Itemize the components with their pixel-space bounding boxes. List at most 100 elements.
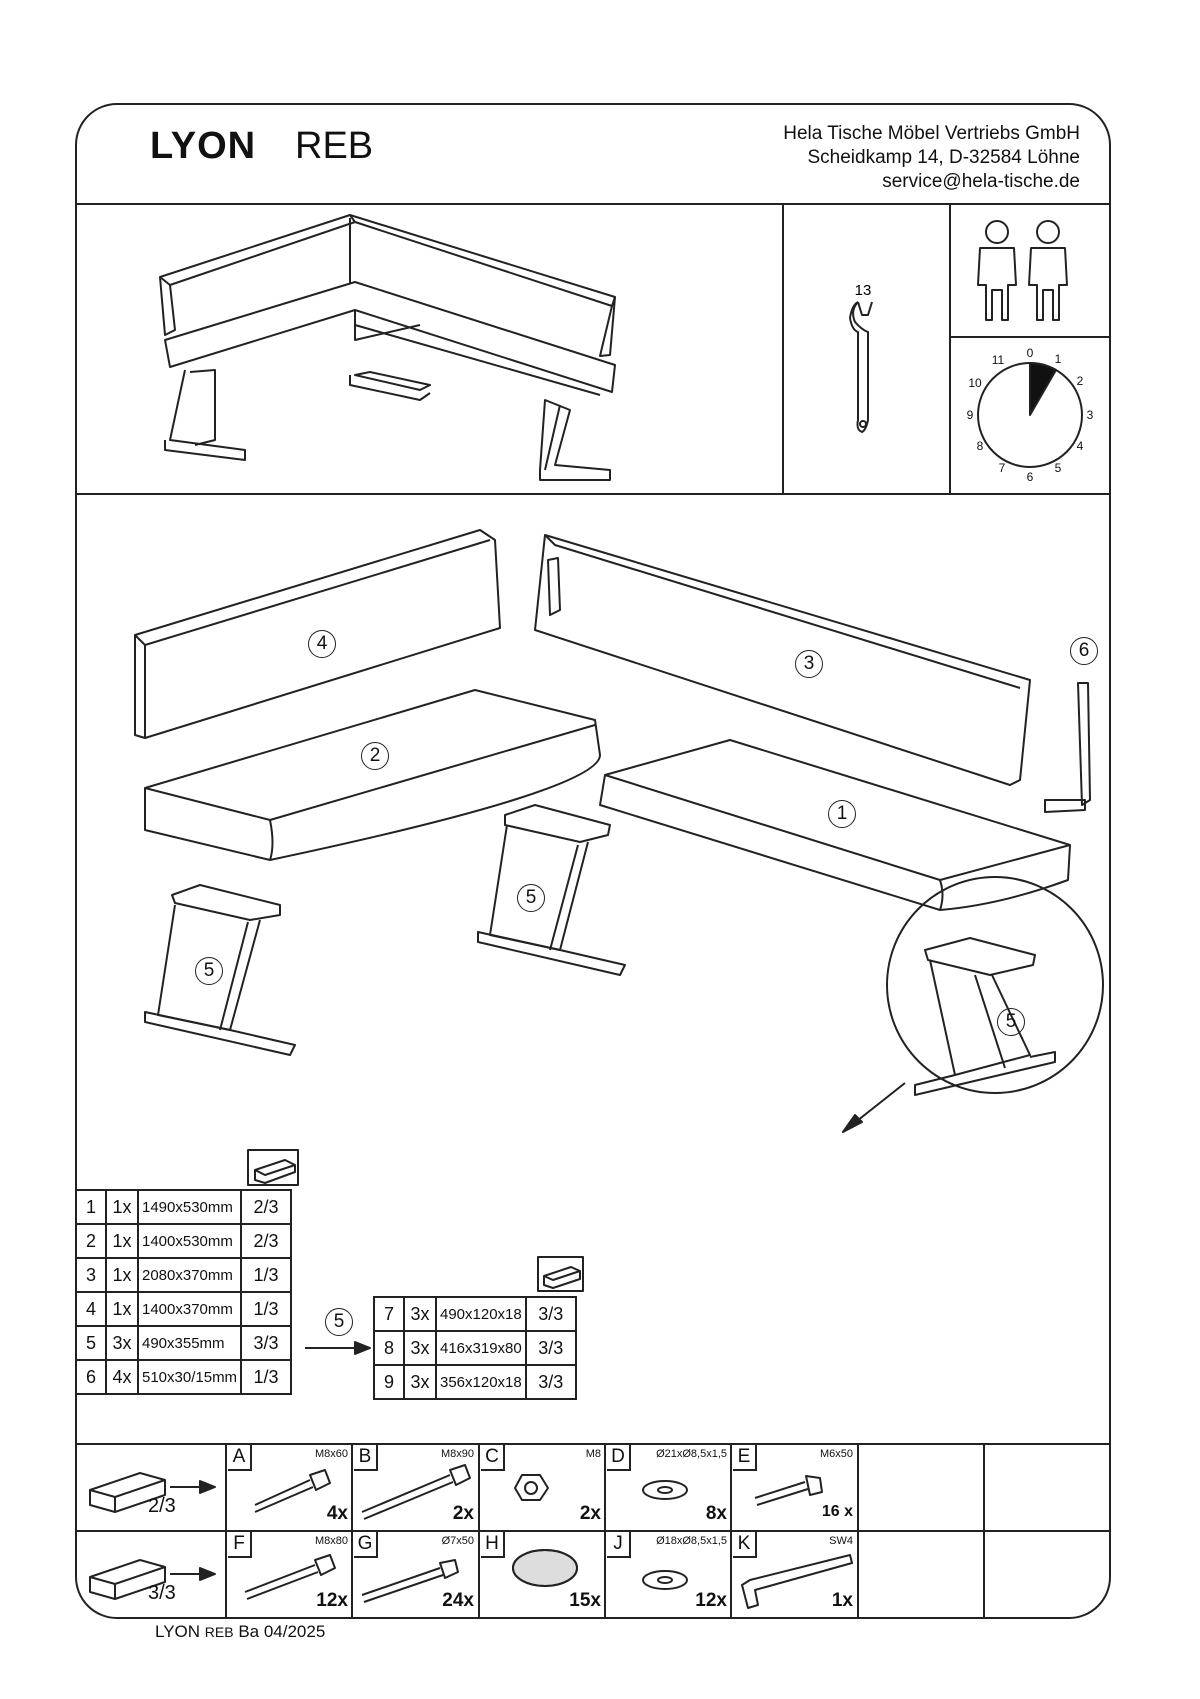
hardware-letter-c: C — [481, 1445, 505, 1471]
clock-number: 11 — [992, 353, 1005, 367]
part-label-1: 1 — [828, 800, 856, 828]
part-label-4: 4 — [308, 630, 336, 658]
clock-number: 7 — [999, 461, 1006, 475]
sub-table-ref: 5 — [325, 1308, 353, 1336]
bolt-a-icon — [254, 1469, 331, 1513]
hardware-qty-a: 4x — [326, 1503, 348, 1524]
tool-divider — [782, 203, 784, 493]
two-people-icon — [977, 220, 1068, 321]
hardware-letter-a: A — [228, 1445, 252, 1471]
screw-e-icon — [754, 1475, 823, 1506]
part-label-2: 2 — [361, 742, 389, 770]
box-icon-sub-table — [537, 1256, 584, 1292]
hardware-spec-b: M8x90 — [440, 1448, 474, 1460]
overview-divider — [75, 493, 1111, 495]
hardware-letter-h: H — [481, 1532, 505, 1558]
hardware-letter-d: D — [607, 1445, 631, 1471]
clock-number: 10 — [968, 376, 982, 390]
hardware-qty-d: 8x — [705, 1503, 727, 1524]
hardware-qty-k: 1x — [831, 1590, 853, 1611]
hardware-letter-k: K — [733, 1532, 757, 1558]
clock-divider — [949, 336, 1111, 338]
washer-d-icon — [642, 1480, 688, 1500]
hardware-letter-e: E — [733, 1445, 757, 1471]
part-3-backrest-drawing — [534, 534, 1031, 786]
company-name: Hela Tische Möbel Vertriebs GmbH — [783, 123, 1080, 144]
footer-product: LYON — [155, 1622, 201, 1641]
clock-number: 0 — [1027, 346, 1034, 360]
part-5-leg-drawing-left — [144, 884, 296, 1056]
hardware-spec-g: Ø7x50 — [441, 1535, 474, 1547]
overview-bench-illustration — [159, 214, 616, 481]
company-address: Hela Tische Möbel Vertriebs GmbH Scheidk… — [783, 122, 1080, 194]
hardware-qty-f: 12x — [316, 1590, 348, 1611]
footer-date: Ba 04/2025 — [238, 1622, 326, 1641]
company-street: Scheidkamp 14, D-32584 Löhne — [807, 147, 1080, 168]
hardware-spec-e: M6x50 — [819, 1448, 853, 1460]
hardware-row2-ratio: 3/3 — [148, 1582, 176, 1604]
bolt-b-icon — [361, 1464, 471, 1520]
nut-c-icon — [514, 1474, 549, 1501]
hardware-letter-f: F — [228, 1532, 252, 1558]
clock-number: 1 — [1055, 352, 1062, 366]
header-divider — [75, 203, 1111, 205]
hardware-mid-divider — [75, 1530, 1111, 1532]
document-frame — [75, 103, 1111, 1619]
part-5-leg-drawing-detail — [842, 876, 1104, 1133]
people-divider — [949, 203, 951, 493]
allen-key-k-icon — [741, 1554, 853, 1609]
footer-label: LYON REB Ba 04/2025 — [155, 1622, 325, 1642]
part-4-backrest-drawing — [134, 529, 501, 739]
hardware-spec-j: Ø18xØ8,5x1,5 — [656, 1535, 727, 1547]
footer-variant: REB — [204, 1624, 234, 1640]
hardware-qty-h: 15x — [569, 1590, 601, 1611]
hardware-spec-f: M8x80 — [314, 1535, 348, 1547]
part-6-bracket-drawing — [1044, 682, 1091, 813]
hardware-qty-j: 12x — [695, 1590, 727, 1611]
clock-number: 8 — [977, 439, 984, 453]
box-icon-parts-table — [247, 1149, 299, 1186]
part-5-leg-drawing-middle — [477, 804, 626, 976]
clock-numbers: 0 1 2 3 4 5 6 7 8 9 10 11 — [967, 346, 1094, 484]
part-2-seat-drawing — [144, 689, 601, 861]
part-label-5-middle: 5 — [517, 884, 545, 912]
company-email: service@hela-tische.de — [882, 171, 1080, 192]
clock-number: 6 — [1027, 470, 1034, 484]
part-label-3: 3 — [795, 650, 823, 678]
felt-pad-h-icon — [512, 1549, 578, 1587]
clock-number: 9 — [967, 408, 974, 422]
clock-number: 4 — [1077, 439, 1084, 453]
hardware-spec-d: Ø21xØ8,5x1,5 — [656, 1448, 727, 1460]
clock-number: 5 — [1055, 461, 1062, 475]
dowel-g-icon — [361, 1559, 459, 1603]
product-title: LYON — [150, 125, 257, 167]
part-label-6: 6 — [1070, 637, 1098, 665]
bolt-f-icon — [244, 1554, 336, 1600]
hardware-letter-j: J — [607, 1532, 631, 1558]
part-label-5-left: 5 — [195, 957, 223, 985]
product-variant: REB — [295, 125, 374, 167]
hardware-letter-b: B — [354, 1445, 378, 1471]
clock-icon — [977, 362, 1083, 468]
hardware-qty-g: 24x — [442, 1590, 474, 1611]
washer-j-icon — [642, 1570, 688, 1590]
part-1-seat-drawing — [599, 739, 1071, 911]
hardware-qty-c: 2x — [579, 1503, 601, 1524]
hardware-spec-c: M8 — [585, 1448, 601, 1460]
hardware-letter-g: G — [354, 1532, 378, 1558]
hardware-spec-k: SW4 — [829, 1535, 853, 1547]
hardware-row1-ratio: 2/3 — [148, 1495, 176, 1517]
hardware-qty-b: 2x — [452, 1503, 474, 1524]
hardware-top-divider — [75, 1443, 1111, 1445]
hardware-qty-e: 16 x — [821, 1503, 853, 1520]
